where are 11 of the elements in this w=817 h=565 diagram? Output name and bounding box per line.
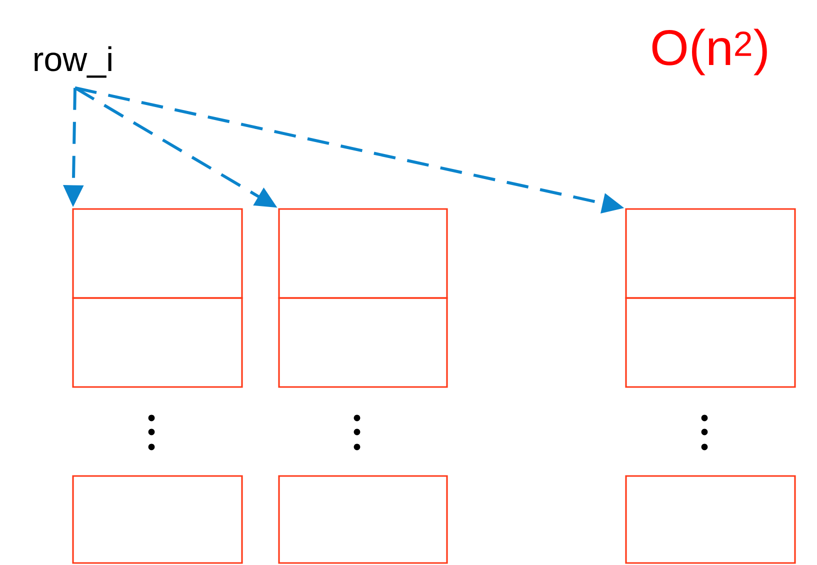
- cell-box: [278, 208, 448, 299]
- cell-box: [278, 475, 448, 564]
- cell-box: [72, 475, 243, 564]
- cell-box: [625, 475, 796, 564]
- cell-box: [72, 208, 243, 299]
- cell-box: [72, 297, 243, 388]
- cell-box: [625, 208, 796, 299]
- cell-box: [278, 297, 448, 388]
- cell-box: [625, 297, 796, 388]
- complexity-label: O(n$^{2}$): [652, 28, 767, 76]
- row-label: row_i: [34, 46, 112, 78]
